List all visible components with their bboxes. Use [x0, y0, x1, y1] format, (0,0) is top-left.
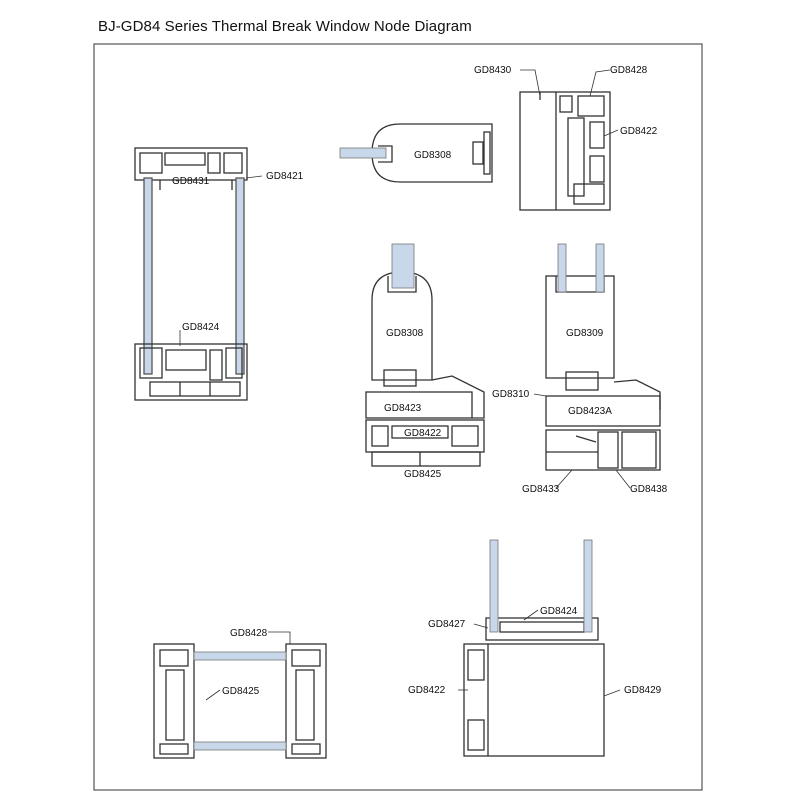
label-gd8422-mid: GD8422 — [404, 428, 442, 439]
label-gd8423a: GD8423A — [568, 406, 612, 417]
label-gd8310: GD8310 — [492, 389, 530, 400]
glass-pane-gd8309-left — [557, 243, 567, 293]
label-gd8308-mid: GD8308 — [386, 328, 424, 339]
label-gd8424-left: GD8424 — [182, 322, 220, 333]
glass-pane-gd8308-top — [339, 147, 387, 159]
glass-pane-bottom-right-right — [583, 539, 593, 633]
label-gd8431: GD8431 — [172, 176, 210, 187]
glass-pane-gd8309-right — [595, 243, 605, 293]
label-gd8423: GD8423 — [384, 403, 422, 414]
glass-pane-gd8308-mid — [391, 243, 415, 289]
label-gd8429: GD8429 — [624, 685, 662, 696]
label-gd8422-top: GD8422 — [620, 126, 658, 137]
leader-lines-middle-right — [533, 393, 631, 489]
label-gd8428-bot: GD8428 — [230, 628, 268, 639]
label-gd8427: GD8427 — [428, 619, 466, 630]
glass-pane-bottom-left-upper — [193, 651, 287, 661]
section-top-right — [519, 91, 611, 211]
label-gd8428-top: GD8428 — [610, 65, 648, 76]
glass-pane-bottom-left-lower — [193, 741, 287, 751]
label-gd8425-bot: GD8425 — [222, 686, 260, 697]
section-middle-right — [545, 275, 661, 471]
label-gd8430: GD8430 — [474, 65, 512, 76]
section-bottom-left — [153, 643, 327, 759]
glass-pane-bottom-right-left — [489, 539, 499, 633]
label-gd8438: GD8438 — [630, 484, 668, 495]
diagram-title: BJ-GD84 Series Thermal Break Window Node… — [98, 18, 472, 35]
leader-lines-bottom-left — [205, 631, 291, 701]
leader-lines-left — [179, 175, 263, 346]
label-gd8425-mid: GD8425 — [404, 469, 442, 480]
section-vertical-left — [134, 147, 248, 401]
diagram-border — [93, 43, 703, 791]
label-gd8421: GD8421 — [266, 171, 304, 182]
label-gd8433: GD8433 — [522, 484, 560, 495]
leader-lines-top-right — [520, 69, 619, 137]
section-bottom-right — [463, 617, 605, 757]
label-gd8308-top: GD8308 — [414, 150, 452, 161]
label-gd8424-bot: GD8424 — [540, 606, 578, 617]
label-gd8422-bot: GD8422 — [408, 685, 446, 696]
leader-lines-bottom-right — [458, 609, 621, 697]
label-gd8309: GD8309 — [566, 328, 604, 339]
